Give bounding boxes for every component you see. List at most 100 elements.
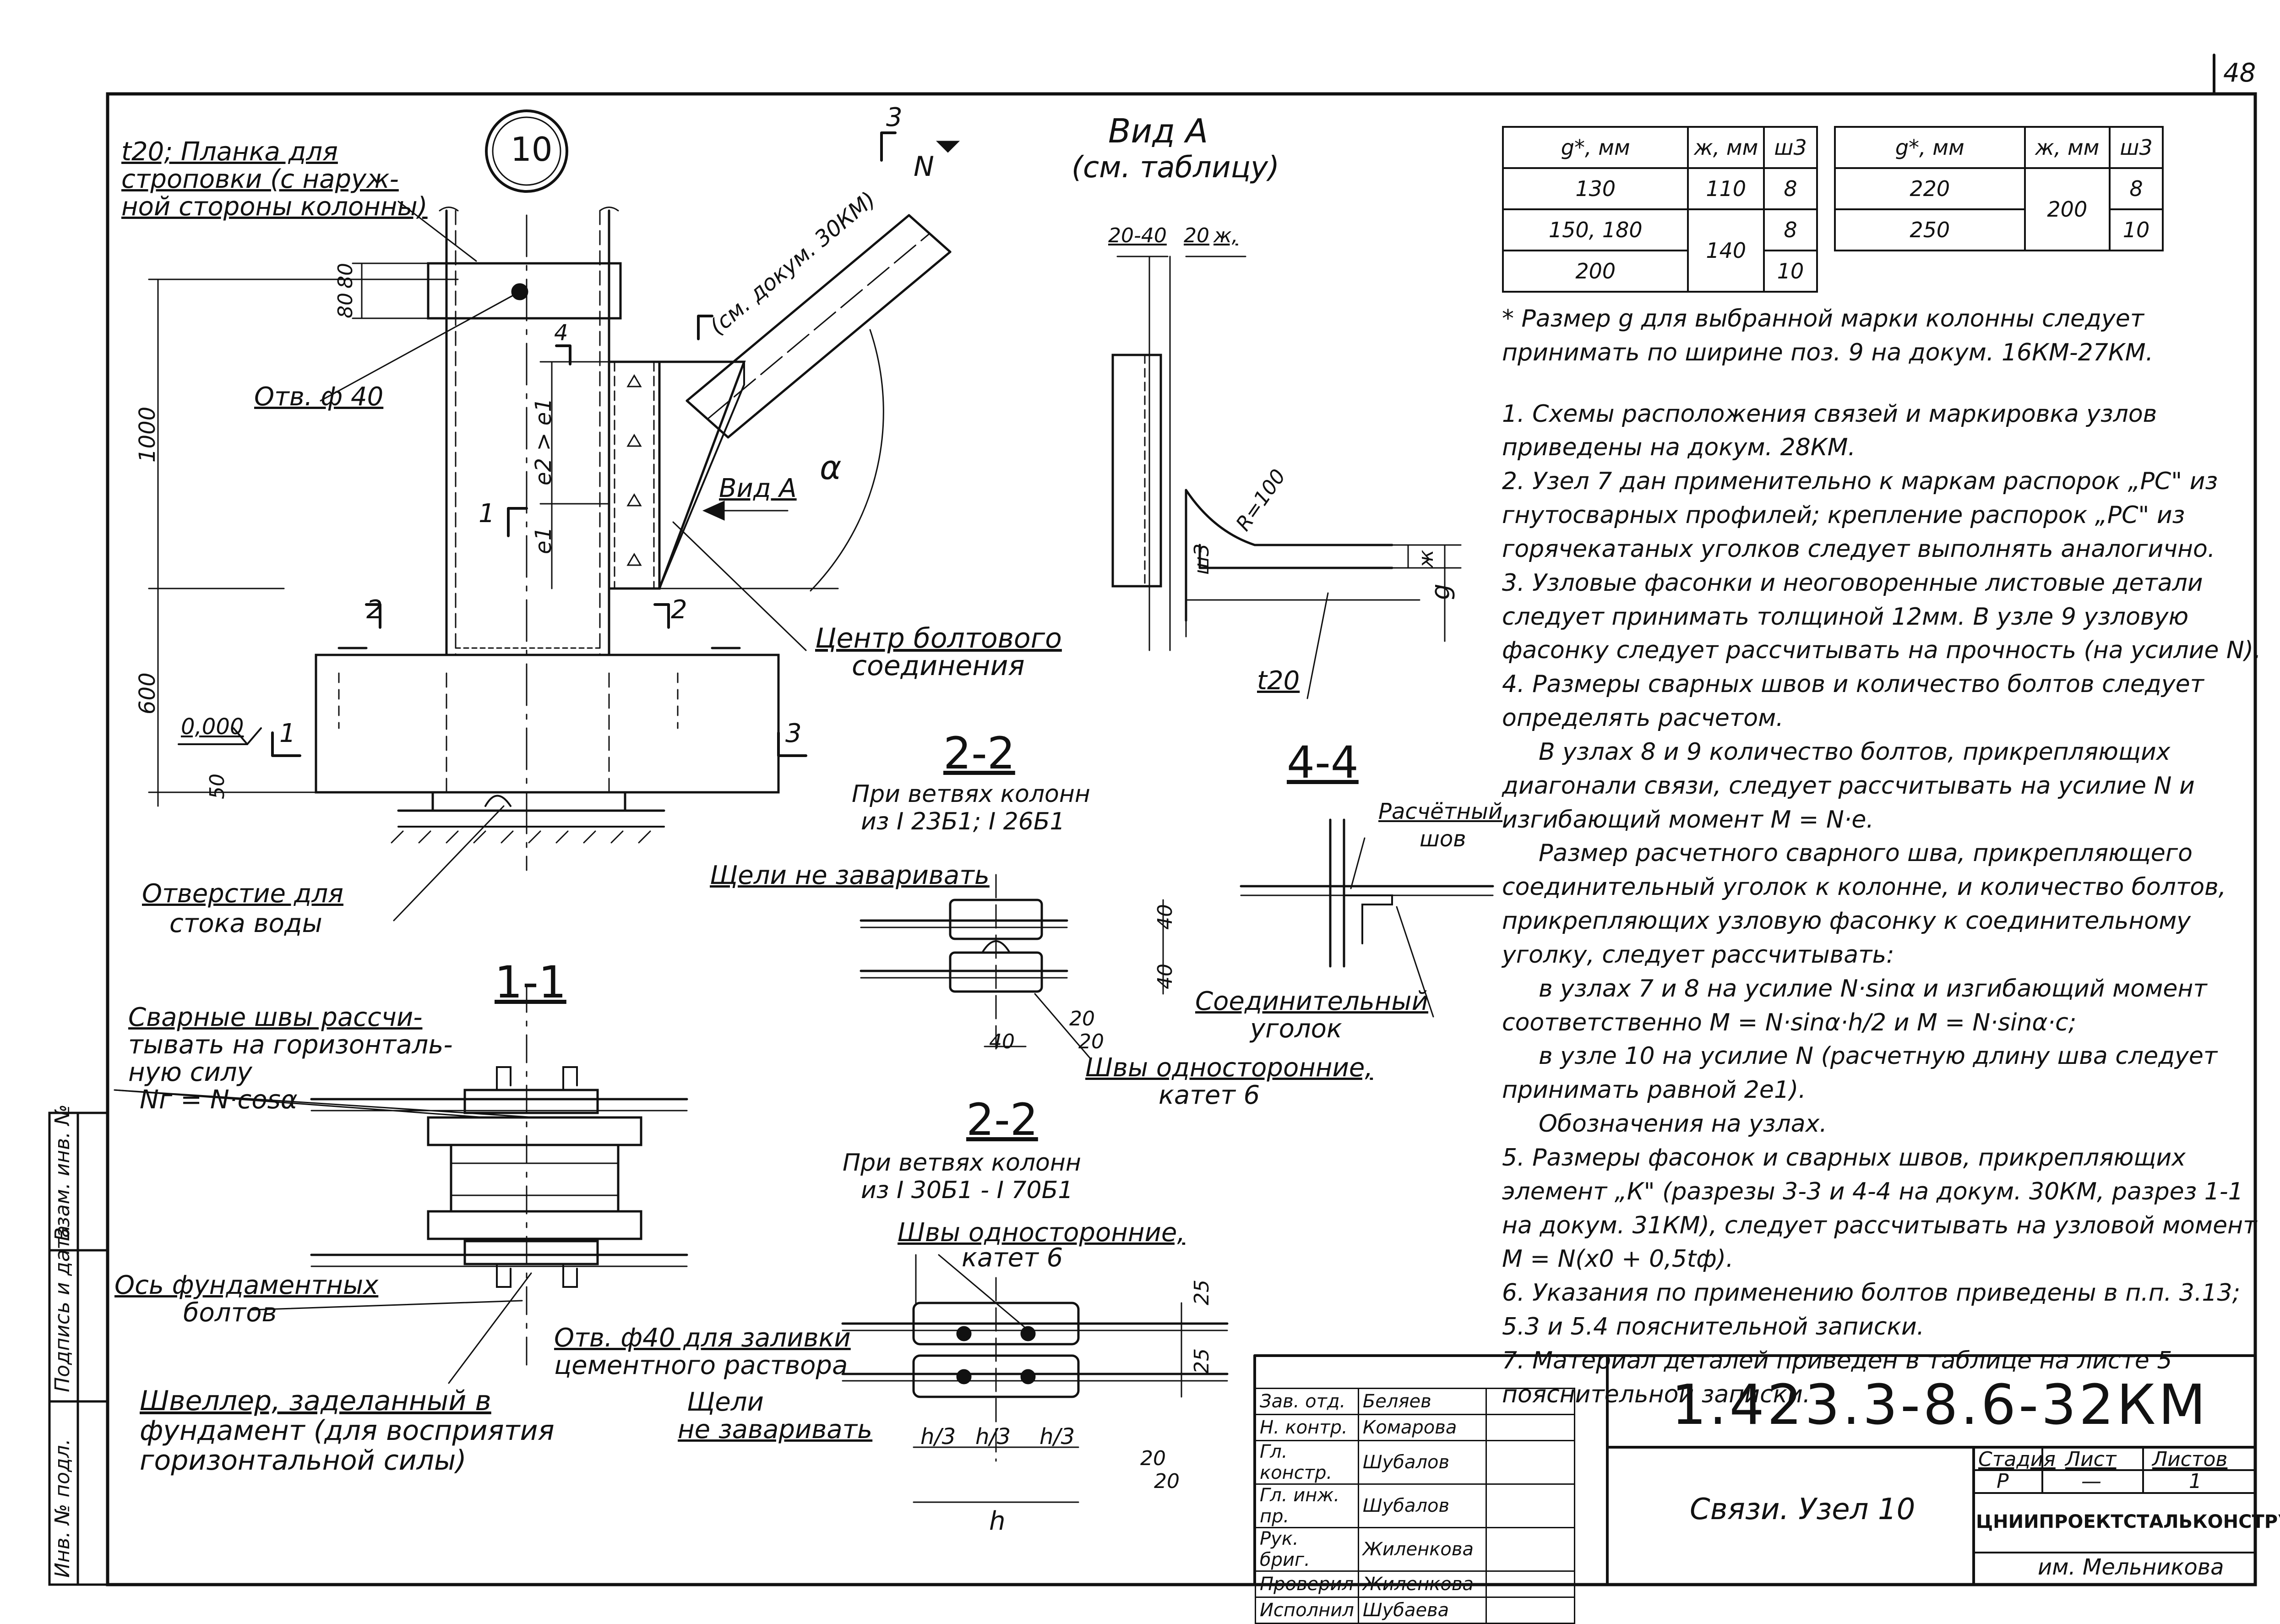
table-left-cell: 140 xyxy=(1687,208,1765,293)
person: Шубалов xyxy=(1357,1483,1487,1528)
sheets-header: Листов xyxy=(2152,1448,2228,1471)
person: Жиленкова xyxy=(1357,1527,1487,1572)
view-a-dim-g: g xyxy=(1426,583,1456,600)
single-welds-2: катет 6 xyxy=(1159,1080,1260,1110)
dim-22a-40c: 40 xyxy=(989,1030,1015,1053)
dim-22b-h3a: h/3 xyxy=(920,1424,956,1450)
dim-e2: e2 > e1 xyxy=(531,398,556,485)
note-6: 6. Указания по применению болтов приведе… xyxy=(1502,1279,2241,1341)
sheet-value: — xyxy=(2081,1470,2101,1493)
stamp-sign-date: Подпись и дата xyxy=(51,1225,74,1392)
calc-weld-2: шов xyxy=(1420,826,1466,852)
signature-cell xyxy=(1485,1388,1576,1415)
single-welds-1: Швы односторонние, xyxy=(1085,1053,1373,1083)
dim-22b-h3b: h/3 xyxy=(975,1424,1011,1450)
cut-3-left: 1 xyxy=(479,499,495,529)
section-4-4-title: 4-4 xyxy=(1287,737,1359,788)
table-left-cell: 200 xyxy=(1502,250,1689,293)
channel-1: Швеллер, заделанный в xyxy=(140,1385,491,1417)
section-2-2a-sub-1: При ветвях колонн xyxy=(852,780,1090,808)
table-right-header-zh: ж, мм xyxy=(2024,126,2111,169)
stage-value: Р xyxy=(1997,1470,2009,1493)
plate-label-3: ной стороны колонны) xyxy=(121,192,428,222)
section-2-2a-sub-2: из I 23Б1; I 26Б1 xyxy=(861,808,1065,835)
section-2-2a-drawing xyxy=(860,874,1164,1059)
section-2-2b-sub-1: При ветвях колонн xyxy=(843,1149,1081,1177)
note-4: 4. Размеры сварных швов и количество бол… xyxy=(1502,670,2204,732)
note-3: 3. Узловые фасонки и неоговоренные листо… xyxy=(1502,569,2261,665)
org-name-2: им. Мельникова xyxy=(2038,1554,2224,1580)
plate-label-1: t20; Планка для xyxy=(121,137,338,167)
conn-angle-2: уголок xyxy=(1250,1014,1342,1044)
dim-22b-25a: 25 xyxy=(1190,1280,1213,1305)
bolt-center-label-2: соединения xyxy=(852,650,1025,682)
slots-no-weld-label: Щели не заваривать xyxy=(710,861,990,890)
dim-80b: 80 xyxy=(334,293,357,318)
role: Исполнил xyxy=(1255,1597,1359,1624)
role: Проверил xyxy=(1255,1570,1359,1598)
hole-40-label: Отв. ф 40 xyxy=(254,382,384,412)
dim-80a: 80 xyxy=(334,263,357,289)
role: Н. контр. xyxy=(1255,1414,1359,1441)
role: Гл. инж. пр. xyxy=(1255,1483,1359,1528)
sheets-value: 1 xyxy=(2189,1470,2202,1493)
dim-600: 600 xyxy=(135,672,160,714)
note-star: * Размер g для выбранной марки колонны с… xyxy=(1502,305,2154,366)
notes-block: * Размер g для выбранной марки колонны с… xyxy=(1502,302,2262,1412)
stamp-inv-podl: Инв. № подл. xyxy=(51,1439,74,1578)
note-1: 1. Схемы расположения связей и маркировк… xyxy=(1502,400,2157,462)
view-a-dim-zh: ж, xyxy=(1213,224,1238,247)
conn-angle-1: Соединительный xyxy=(1195,986,1429,1016)
section-1-1-drawing xyxy=(114,984,688,1384)
note-4c: в узлах 7 и 8 на усилие N·sinα и изгибаю… xyxy=(1502,975,2207,1036)
signature-cell xyxy=(1485,1414,1576,1441)
note-7: 7. Материал деталей приведен в таблице н… xyxy=(1502,1346,2172,1408)
note-4a: В узлах 8 и 9 количество болтов, прикреп… xyxy=(1502,738,2195,834)
weld-calc-2: тывать на горизонталь- xyxy=(128,1030,453,1060)
person: Шубаева xyxy=(1357,1597,1487,1624)
main-node-drawing xyxy=(148,109,960,921)
plate-label-2: строповки (с наруж- xyxy=(121,164,399,194)
doc-title: Связи. Узел 10 xyxy=(1690,1493,1915,1526)
hole-cement-1: Отв. ф40 для заливки xyxy=(554,1323,851,1353)
node-number-circle xyxy=(485,109,568,193)
dim-e1: e1 xyxy=(531,526,556,554)
section-2-2b-title: 2-2 xyxy=(966,1094,1038,1145)
sheet-frame xyxy=(106,92,2257,1586)
person: Беляев xyxy=(1357,1388,1487,1415)
cut-1-right: 3 xyxy=(785,719,802,748)
table-left-header-sh3: ш3 xyxy=(1763,126,1818,169)
dim-22a-40b: 40 xyxy=(1154,964,1177,989)
dim-22b-25b: 25 xyxy=(1190,1348,1213,1374)
found-axis-2: болтов xyxy=(183,1298,277,1328)
section-4-4-drawing xyxy=(1240,818,1494,1018)
section-2-2a-title: 2-2 xyxy=(943,728,1015,779)
signature-cell xyxy=(1485,1527,1576,1572)
dim-22b-h: h xyxy=(989,1506,1006,1536)
bolt-center-label-1: Центр болтового xyxy=(815,622,1062,654)
signature-cell xyxy=(1485,1483,1576,1528)
table-right-cell: 10 xyxy=(2109,208,2164,251)
role: Гл. констр. xyxy=(1255,1440,1359,1485)
view-a-arrow-label: Вид А xyxy=(719,474,797,503)
view-a-drawing xyxy=(1111,256,1462,699)
role: Зав. отд. xyxy=(1255,1388,1359,1415)
signature-cell xyxy=(1485,1597,1576,1624)
doc-code: 1.423.3-8.6-32КМ xyxy=(1671,1373,2209,1437)
cut-4: 4 xyxy=(554,320,568,346)
calc-weld-1: Расчётный xyxy=(1378,799,1503,824)
role: Рук. бриг. xyxy=(1255,1527,1359,1572)
found-axis-1: Ось фундаментных xyxy=(114,1270,379,1300)
dim-22b-20a: 20 xyxy=(1140,1447,1166,1470)
table-left-cell: 130 xyxy=(1502,167,1689,210)
person: Шубалов xyxy=(1357,1440,1487,1485)
table-left: g*, мм ж, мм ш3 130 110 8 150, 180 140 8… xyxy=(1502,126,1818,293)
table-right-cell: 8 xyxy=(2109,167,2164,210)
note-4e: Обозначения на узлах. xyxy=(1539,1110,1827,1138)
note-4d: в узле 10 на усилие N (расчетную длину ш… xyxy=(1502,1042,2218,1104)
slots-b-1: Щели xyxy=(687,1387,764,1417)
channel-2: фундамент (для восприятия xyxy=(140,1415,555,1447)
dim-22b-h3c: h/3 xyxy=(1039,1424,1075,1450)
table-right-cell: 200 xyxy=(2024,167,2111,251)
